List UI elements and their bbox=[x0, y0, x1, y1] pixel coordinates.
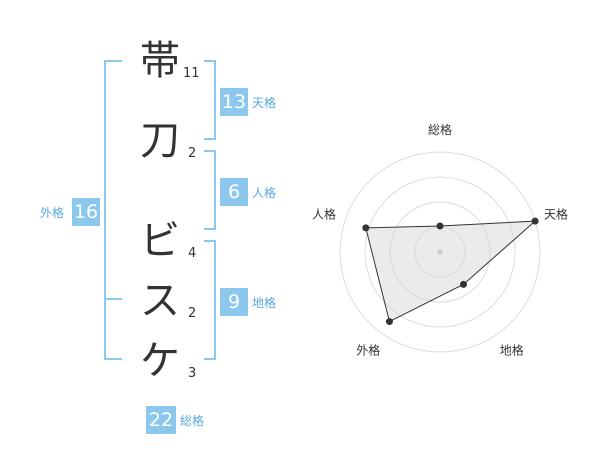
name-char-3: ビ bbox=[140, 218, 180, 264]
bracket-tenkaku bbox=[204, 60, 216, 140]
radar-ring bbox=[389, 201, 491, 303]
radar-point-4 bbox=[385, 318, 393, 326]
stroke-count-2: 2 bbox=[188, 146, 197, 161]
radar-point-1 bbox=[436, 222, 444, 230]
gaikaku-label: 外格 bbox=[40, 206, 65, 220]
name-char-2: 刀 bbox=[140, 118, 180, 164]
gaikaku-badge: 16 bbox=[72, 198, 100, 226]
jinkaku-badge: 6 bbox=[220, 178, 248, 206]
soukaku-label: 総格 bbox=[180, 414, 205, 428]
name-char-1: 帯 bbox=[140, 38, 180, 84]
radar-point-3 bbox=[460, 280, 468, 288]
tenkaku-badge: 13 bbox=[220, 88, 248, 116]
chikaku-badge: 9 bbox=[220, 288, 248, 316]
radar-axis-label-1: 総格 bbox=[428, 122, 452, 137]
stroke-count-3: 4 bbox=[188, 246, 197, 261]
jinkaku-label: 人格 bbox=[252, 186, 277, 200]
bracket-chikaku bbox=[204, 240, 216, 360]
bracket-jinkaku bbox=[204, 150, 216, 230]
radar-ring bbox=[339, 151, 541, 353]
radar-rings bbox=[339, 151, 541, 353]
bracket-gaikaku-divider bbox=[104, 298, 122, 300]
stroke-count-1: 11 bbox=[183, 66, 200, 81]
radar-area bbox=[365, 220, 537, 323]
radar-axis-label-2: 天格 bbox=[544, 206, 568, 221]
stroke-count-4: 2 bbox=[188, 306, 197, 321]
radar-ring bbox=[364, 176, 516, 328]
radar-axis-label-3: 地格 bbox=[500, 343, 524, 358]
radar-point-5 bbox=[362, 224, 370, 232]
radar-axis-label-5: 人格 bbox=[312, 206, 336, 221]
radar-points bbox=[362, 217, 539, 326]
name-char-4: ス bbox=[140, 278, 180, 324]
chikaku-label: 地格 bbox=[252, 296, 277, 310]
radar-center bbox=[437, 249, 443, 255]
bracket-gaikaku bbox=[104, 60, 122, 360]
radar-axis-label-4: 外格 bbox=[356, 343, 380, 358]
name-char-5: ケ bbox=[140, 338, 180, 384]
soukaku-badge: 22 bbox=[146, 406, 176, 434]
tenkaku-label: 天格 bbox=[252, 96, 277, 110]
radar-point-2 bbox=[531, 217, 539, 225]
stroke-count-5: 3 bbox=[188, 366, 197, 381]
